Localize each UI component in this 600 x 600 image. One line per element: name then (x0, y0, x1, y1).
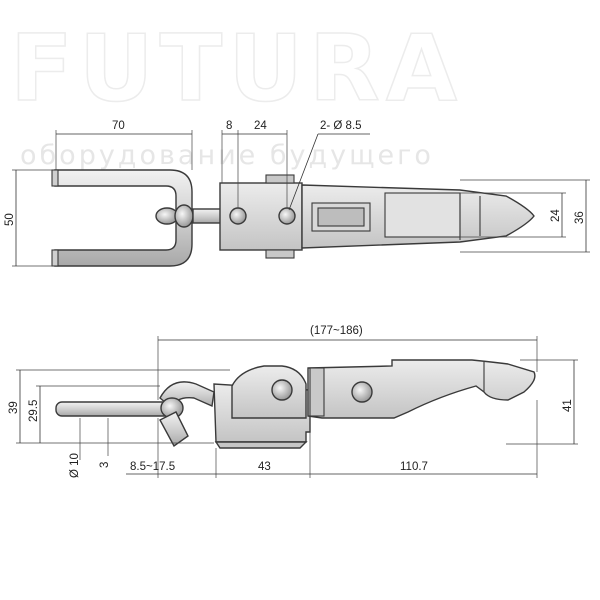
dim-height-36: 36 (574, 211, 586, 224)
dim-width-24: 24 (254, 120, 267, 132)
side-view: (177~186) 39 29.5 41 Ø 10 3 8.5 (8, 325, 578, 478)
dim-height-41: 41 (562, 399, 574, 412)
dim-width-70: 70 (112, 120, 125, 132)
hook-rod (55, 381, 215, 448)
dim-adjust-range: 8.5~17.5 (130, 461, 175, 473)
watermark-brand: FUTURA (10, 15, 463, 122)
top-view: 70 8 24 2- Ø 8.5 50 24 (4, 120, 590, 267)
dim-height-29-5: 29.5 (28, 400, 40, 422)
dim-holes: 2- Ø 8.5 (320, 120, 362, 132)
lever-top (301, 184, 535, 249)
side-dimensions: (177~186) 39 29.5 41 Ø 10 3 8.5 (8, 325, 578, 478)
dim-length-range: (177~186) (310, 325, 363, 337)
watermark: FUTURA оборудование будущего (9, 14, 463, 171)
dim-lever-110-7: 110.7 (400, 461, 428, 473)
dim-height-24: 24 (550, 209, 562, 222)
base-plate (219, 174, 303, 259)
hook-joint (155, 204, 222, 228)
dim-width-8: 8 (226, 120, 232, 132)
dim-height-39: 39 (8, 401, 20, 414)
lever-side (231, 359, 536, 419)
dim-base-43: 43 (258, 461, 271, 473)
top-dimensions: 70 8 24 2- Ø 8.5 50 24 (4, 120, 590, 267)
pivot-pin-1 (271, 379, 293, 401)
pivot-pin-2 (351, 381, 373, 403)
mounting-hole-2 (278, 207, 296, 225)
mounting-hole-1 (229, 207, 247, 225)
dim-height-50: 50 (4, 213, 16, 226)
watermark-tagline: оборудование будущего (20, 140, 434, 171)
dim-offset-3: 3 (99, 462, 111, 468)
dim-dia-10: Ø 10 (69, 453, 81, 478)
u-rod (51, 169, 193, 267)
